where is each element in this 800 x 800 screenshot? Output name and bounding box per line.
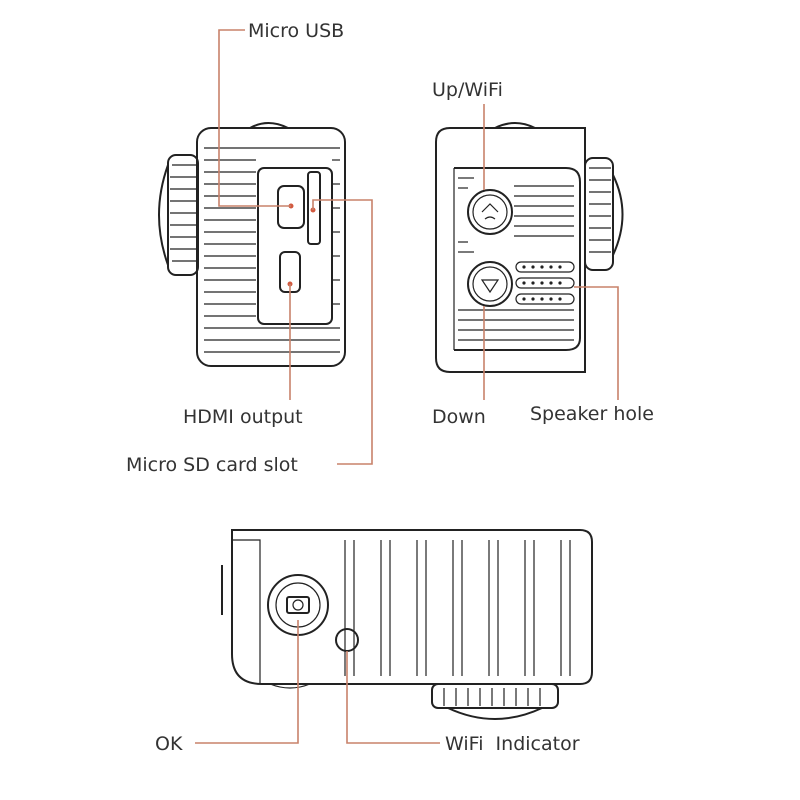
label-wifi-indicator: WiFi Indicator [445,733,580,755]
label-hdmi-output: HDMI output [183,406,303,428]
wifi-indicator-light [335,628,359,652]
label-speaker-hole: Speaker hole [530,403,654,425]
label-up-wifi: Up/WiFi [432,79,503,101]
label-micro-usb: Micro USB [248,20,344,42]
hdmi-port [277,185,305,229]
label-micro-sd-card-slot: Micro SD card slot [126,454,298,476]
camera-back-view [435,122,624,373]
label-down: Down [432,406,486,428]
up-wifi-button [467,189,513,235]
camera-top-view [221,529,593,720]
camera-side-view [158,122,346,367]
sd-card-slot [307,171,321,245]
callout-lines [195,29,619,744]
down-button [467,261,513,307]
speaker-hole [522,265,562,301]
label-ok: OK [155,733,183,755]
